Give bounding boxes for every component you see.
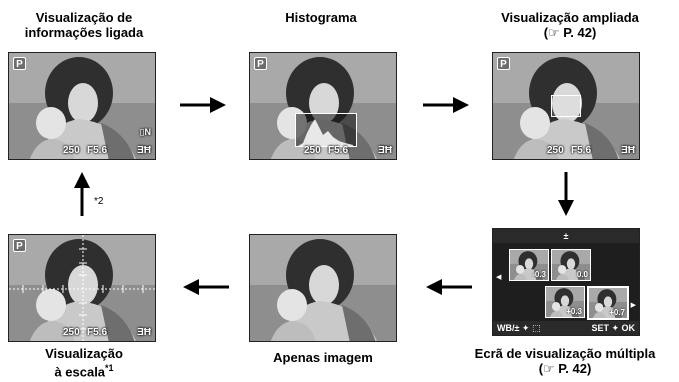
- arrow-right-icon: [180, 97, 226, 113]
- exposure-value: +0.3: [566, 307, 582, 316]
- photo: [9, 53, 156, 160]
- thumbnail-selected[interactable]: +0.7: [587, 286, 629, 320]
- mode-p-icon: P: [497, 57, 510, 70]
- multi-view-screen: ± ◀ ▶ -0.3 0.0 +0.3 +0.7 WB/± ✦ ⬚ SET ✦ …: [492, 228, 640, 336]
- shutter-speed: 250: [304, 145, 321, 156]
- caption-line: Visualização de: [35, 10, 133, 25]
- arrow-left-icon: [426, 279, 472, 295]
- chevron-left-icon: ◀: [496, 274, 502, 281]
- caption-text: à escala: [54, 364, 106, 380]
- grid-overlay: [9, 235, 155, 341]
- caption-zoom-view: Visualização ampliada (☞ P. 42): [470, 10, 670, 40]
- zoom-frame: [551, 95, 581, 117]
- caption-info-display: Visualização de informações ligada: [10, 10, 158, 40]
- exposure-value: -0.3: [532, 270, 546, 279]
- photo: [250, 235, 397, 342]
- thumbnail[interactable]: 0.0: [551, 249, 591, 281]
- mode-p-icon: P: [13, 57, 26, 70]
- caption-line: Visualização ampliada: [501, 10, 639, 25]
- thumbnail[interactable]: -0.3: [509, 249, 549, 281]
- mode-p-icon: P: [13, 239, 26, 252]
- set-ok-hint: SET ✦ OK: [591, 323, 635, 333]
- grid-display-screen: P 250 F5.6 ƎĦ: [8, 234, 156, 342]
- caption-line: Ecrã de visualização múltipla: [474, 346, 656, 361]
- zoom-view-screen: P 250 F5.6 ƎĦ: [492, 52, 640, 160]
- shutter-speed: 250: [547, 145, 564, 156]
- wb-exposure-hint: WB/± ✦ ⬚: [497, 323, 541, 333]
- caption-line: (☞ P. 42): [538, 361, 592, 376]
- arrow-left-icon: [183, 279, 229, 295]
- aperture-value: F5.6: [87, 145, 108, 156]
- caption-line: (☞ P. 42): [543, 25, 597, 40]
- arrow-up-icon: [74, 172, 90, 216]
- multiview-footer: WB/± ✦ ⬚ SET ✦ OK: [493, 321, 639, 335]
- image-only-screen: [249, 234, 397, 342]
- caption-image-only: Apenas imagem: [273, 350, 373, 365]
- chevron-right-icon: ▶: [630, 302, 636, 309]
- caption-grid-display: Visualização à escala*1: [10, 346, 158, 379]
- shutter-speed: 250: [63, 145, 80, 156]
- caption-line: à escala*1: [10, 361, 158, 379]
- caption-line: informações ligada: [24, 25, 144, 40]
- mode-p-icon: P: [254, 57, 267, 70]
- bracket-icon: ƎĦ: [137, 145, 151, 156]
- caption-line: Visualização: [45, 346, 123, 361]
- histogram-screen: P 250 F5.6 ƎĦ: [249, 52, 397, 160]
- aperture-value: F5.6: [571, 145, 592, 156]
- exposure-value: 0.0: [576, 270, 588, 279]
- arrow-right-icon: [423, 97, 469, 113]
- info-display-screen: P ▯N 250 F5.6 ƎĦ: [8, 52, 156, 160]
- bracket-icon: ƎĦ: [621, 145, 635, 156]
- caption-histogram: Histograma: [285, 10, 357, 25]
- multiview-header: ±: [493, 229, 639, 243]
- bracket-icon: ƎĦ: [378, 145, 392, 156]
- aperture-value: F5.6: [328, 145, 349, 156]
- quality-icon: ▯N: [139, 127, 151, 137]
- histogram-graph: [295, 113, 357, 147]
- shutter-speed: 250: [63, 327, 80, 338]
- thumbnail[interactable]: +0.3: [545, 286, 585, 318]
- arrow-down-icon: [558, 172, 574, 216]
- aperture-value: F5.6: [87, 327, 108, 338]
- bracket-icon: ƎĦ: [137, 327, 151, 338]
- footnote-sup: *1: [105, 363, 114, 373]
- footnote-marker: *2: [94, 196, 104, 207]
- caption-multi-view: Ecrã de visualização múltipla (☞ P. 42): [454, 346, 676, 376]
- exposure-value: +0.7: [609, 308, 625, 317]
